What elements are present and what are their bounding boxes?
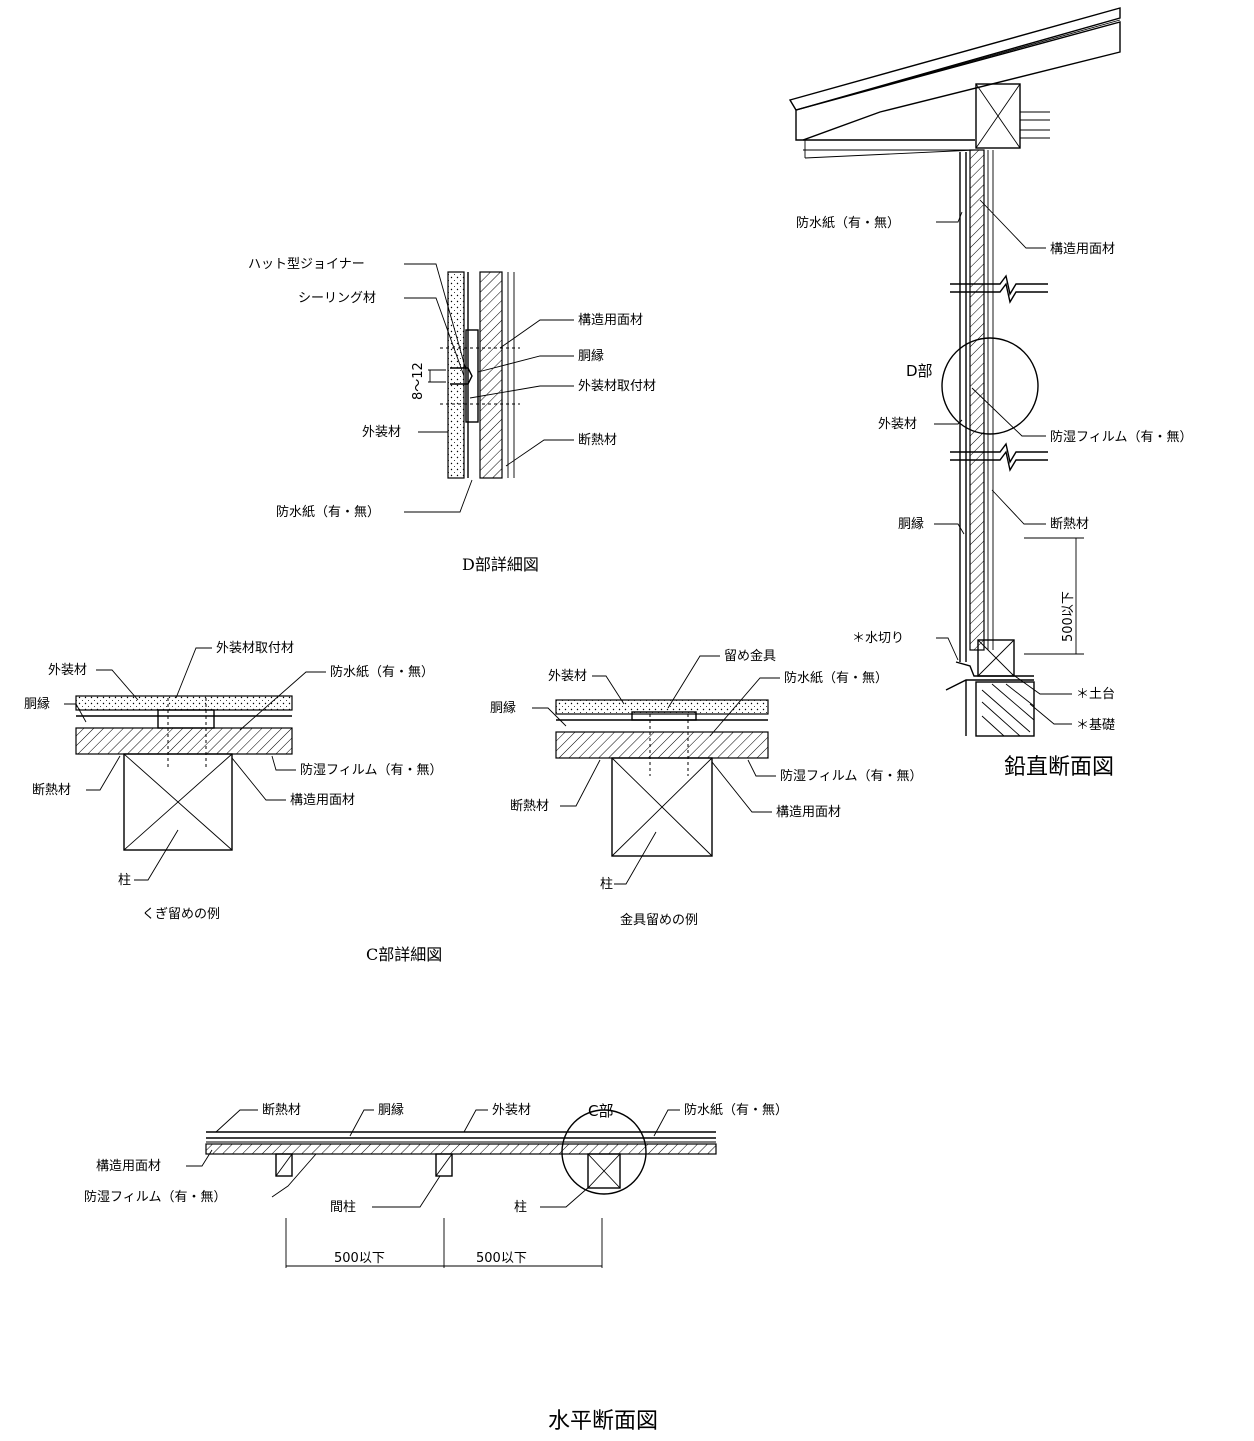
label-hat-joiner: ハット型ジョイナー: [248, 257, 365, 272]
label-cladding-cn: 外装材: [48, 663, 87, 678]
caption-nail-example: くぎ留めの例: [142, 907, 220, 922]
label-furring-cb: 胴縁: [490, 700, 516, 716]
label-gap-dimension: 8～12: [411, 362, 426, 400]
caption-bracket-example: 金具留めの例: [620, 912, 698, 928]
label-waterproof-paper-h: 防水紙（有・無）: [684, 1102, 788, 1118]
label-foundation: ＊基礎: [1076, 718, 1115, 733]
label-waterproof-paper-cn: 防水紙（有・無）: [330, 664, 434, 680]
label-structural-panel-h: 構造用面材: [96, 1159, 161, 1174]
label-insulation-cb: 断熱材: [510, 799, 549, 814]
label-furring-cn: 胴縁: [24, 696, 50, 712]
label-structural-panel-v: 構造用面材: [1050, 242, 1115, 257]
d-detail: 8～12 ハット型ジョイナー シーリング材 構造用面材 胴縁 外装材取付材 外装…: [248, 257, 656, 574]
label-cladding-cb: 外装材: [548, 669, 587, 684]
label-cladding-mount-d: 外装材取付材: [578, 379, 656, 394]
label-vapor-film-cb: 防湿フィルム（有・無）: [780, 768, 922, 784]
label-post-cb: 柱: [600, 877, 613, 892]
d-structural-panel: [479, 271, 503, 479]
label-spacing-vertical: 500以下: [1061, 591, 1076, 642]
label-waterproof-paper-d: 防水紙（有・無）: [276, 504, 380, 520]
label-cladding-mount-cn: 外装材取付材: [216, 641, 294, 656]
c-detail-bracket: 留め金具 外装材 防水紙（有・無） 胴縁 防湿フィルム（有・無） 断熱材 構造用…: [490, 648, 922, 928]
label-waterproof-paper-cb: 防水紙（有・無）: [784, 670, 888, 686]
caption-horizontal-section: 水平断面図: [548, 1409, 658, 1434]
label-section-c: C部: [588, 1102, 613, 1120]
horizontal-section: 断熱材 胴縁 外装材 C部 防水紙（有・無） 構造用面材 防湿フィルム（有・無）…: [84, 1102, 788, 1434]
section-d-marker: [941, 337, 1039, 435]
label-sealing: シーリング材: [298, 291, 376, 306]
label-vapor-film-h: 防湿フィルム（有・無）: [84, 1189, 226, 1205]
label-cladding-h: 外装材: [492, 1103, 531, 1118]
break-lines: [950, 274, 1048, 472]
label-sill: ＊土台: [1076, 687, 1115, 702]
vertical-section: 500以下 防水紙（有・無） 構造用面材 D部 外装材 防湿フィルム（有・無） …: [788, 7, 1192, 780]
label-stud: 間柱: [330, 1200, 356, 1215]
label-furring-v: 胴縁: [898, 516, 924, 532]
vertical-leaders: [934, 199, 1072, 725]
caption-vertical-section: 鉛直断面図: [1004, 755, 1114, 780]
wall-base: [945, 639, 1035, 737]
label-structural-panel-cn: 構造用面材: [290, 793, 355, 808]
c-detail-nail: 外装材 外装材取付材 防水紙（有・無） 胴縁 防湿フィルム（有・無） 断熱材 構…: [24, 641, 442, 922]
label-waterproof-paper-v: 防水紙（有・無）: [796, 215, 900, 231]
label-section-d: D部: [906, 362, 933, 380]
label-furring-d: 胴縁: [578, 348, 604, 364]
label-vapor-film-v: 防湿フィルム（有・無）: [1050, 429, 1192, 445]
label-post-h: 柱: [514, 1200, 527, 1215]
caption-d-detail: D部詳細図: [462, 555, 539, 574]
section-c-marker: [561, 1109, 647, 1195]
label-structural-panel-cb: 構造用面材: [776, 805, 841, 820]
label-structural-panel-d: 構造用面材: [578, 313, 643, 328]
label-insulation-v: 断熱材: [1050, 517, 1089, 532]
label-post-cn: 柱: [118, 873, 131, 888]
label-spacing-1: 500以下: [334, 1251, 385, 1266]
label-insulation-d: 断熱材: [578, 433, 617, 448]
d-cladding: [447, 271, 465, 479]
label-spacing-2: 500以下: [476, 1251, 527, 1266]
label-flashing: ＊水切り: [852, 631, 904, 646]
label-insulation-cn: 断熱材: [32, 783, 71, 798]
label-furring-h: 胴縁: [378, 1102, 404, 1118]
roof-eave: [788, 7, 1121, 159]
label-insulation-h: 断熱材: [262, 1103, 301, 1118]
wall-layers: [959, 149, 994, 662]
caption-c-detail: C部詳細図: [366, 945, 442, 964]
vertical-dimension: 500以下: [1024, 537, 1084, 655]
label-cladding-v: 外装材: [878, 417, 917, 432]
label-vapor-film-cn: 防湿フィルム（有・無）: [300, 762, 442, 778]
label-cladding-d: 外装材: [362, 425, 401, 440]
label-fastener: 留め金具: [724, 648, 776, 664]
